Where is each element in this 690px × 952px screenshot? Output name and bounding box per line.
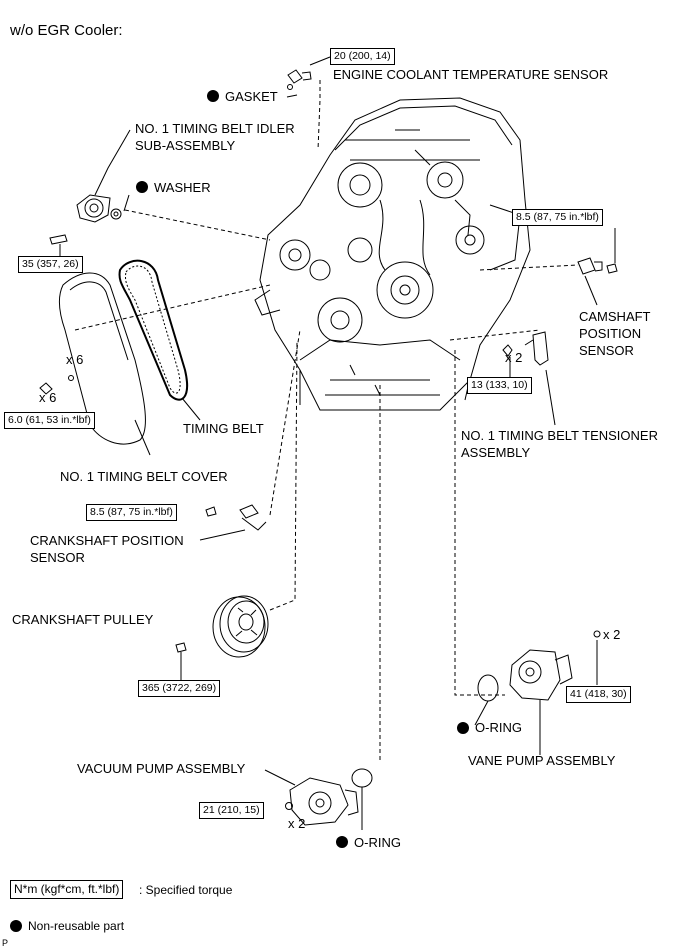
crank-pulley-drawing [175, 339, 298, 680]
nonreusable-dot-gasket [207, 90, 219, 102]
crank-sensor-drawing [199, 329, 301, 541]
camshaft-sensor-drawing [479, 228, 618, 306]
label-cam-sensor-line1: CAMSHAFT [579, 309, 651, 324]
label-vacuum-pump: VACUUM PUMP ASSEMBLY [77, 761, 246, 776]
torque-ect: 20 (200, 14) [330, 48, 395, 65]
nonreusable-dot-oring-vane [457, 722, 469, 734]
timing-belt-drawing [118, 259, 201, 421]
label-idler-line1: NO. 1 TIMING BELT IDLER [135, 121, 295, 136]
label-x2-vane: x 2 [603, 627, 621, 642]
torque-cover-bolt: 6.0 (61, 53 in.*lbf) [4, 412, 95, 429]
label-tensioner-line2: ASSEMBLY [461, 445, 531, 460]
label-ect-sensor: ENGINE COOLANT TEMPERATURE SENSOR [333, 67, 609, 82]
torque-idler-bolt: 35 (357, 26) [18, 256, 83, 273]
label-cam-sensor-line3: SENSOR [579, 343, 634, 358]
ect-sensor-drawing [286, 56, 331, 151]
corner-mark: P [2, 938, 9, 948]
torque-vane-pump: 41 (418, 30) [566, 686, 631, 703]
label-crank-sensor-line1: CRANKSHAFT POSITION [30, 533, 184, 548]
legend-torque-box: N*m (kgf*cm, ft.*lbf) [10, 880, 124, 899]
label-oring-vane: O-RING [475, 720, 522, 735]
torque-vacuum-pump: 21 (210, 15) [199, 802, 264, 819]
label-crank-pulley: CRANKSHAFT PULLEY [12, 612, 154, 627]
label-crank-sensor-line2: SENSOR [30, 550, 85, 565]
label-vane-pump: VANE PUMP ASSEMBLY [468, 753, 616, 768]
engine-block [254, 97, 531, 411]
nonreusable-dot-oring-vacuum [336, 836, 348, 848]
label-tensioner-line1: NO. 1 TIMING BELT TENSIONER [461, 428, 658, 443]
label-washer: WASHER [154, 180, 211, 195]
label-timing-cover: NO. 1 TIMING BELT COVER [60, 469, 228, 484]
label-x6-a: x 6 [66, 352, 84, 367]
label-oring-vacuum: O-RING [354, 835, 401, 850]
tensioner-drawing [449, 329, 556, 426]
label-x2-vacuum: x 2 [288, 816, 306, 831]
torque-cam-sensor: 8.5 (87, 75 in.*lbf) [512, 209, 603, 226]
timing-cover-drawing [39, 272, 271, 456]
torque-crank-sensor: 8.5 (87, 75 in.*lbf) [86, 504, 177, 521]
label-x6-b: x 6 [39, 390, 57, 405]
nonreusable-dot-washer [136, 181, 148, 193]
label-idler-line2: SUB-ASSEMBLY [135, 138, 236, 153]
label-cam-sensor-line2: POSITION [579, 326, 642, 341]
label-gasket: GASKET [225, 89, 278, 104]
page-title: w/o EGR Cooler: [10, 22, 123, 39]
torque-pulley-bolt: 365 (3722, 269) [138, 680, 221, 697]
vane-pump-drawing [454, 350, 601, 755]
legend-torque-text: : Specified torque [139, 883, 233, 897]
torque-tensioner: 13 (133, 10) [467, 377, 532, 394]
legend-nonreusable-text: Non-reusable part [28, 919, 125, 933]
idler-drawing [49, 129, 271, 256]
label-timing-belt: TIMING BELT [183, 421, 264, 436]
label-x2-tensioner: x 2 [505, 350, 523, 365]
vacuum-pump-drawing [264, 385, 381, 830]
legend-nonreusable-dot [10, 920, 22, 932]
